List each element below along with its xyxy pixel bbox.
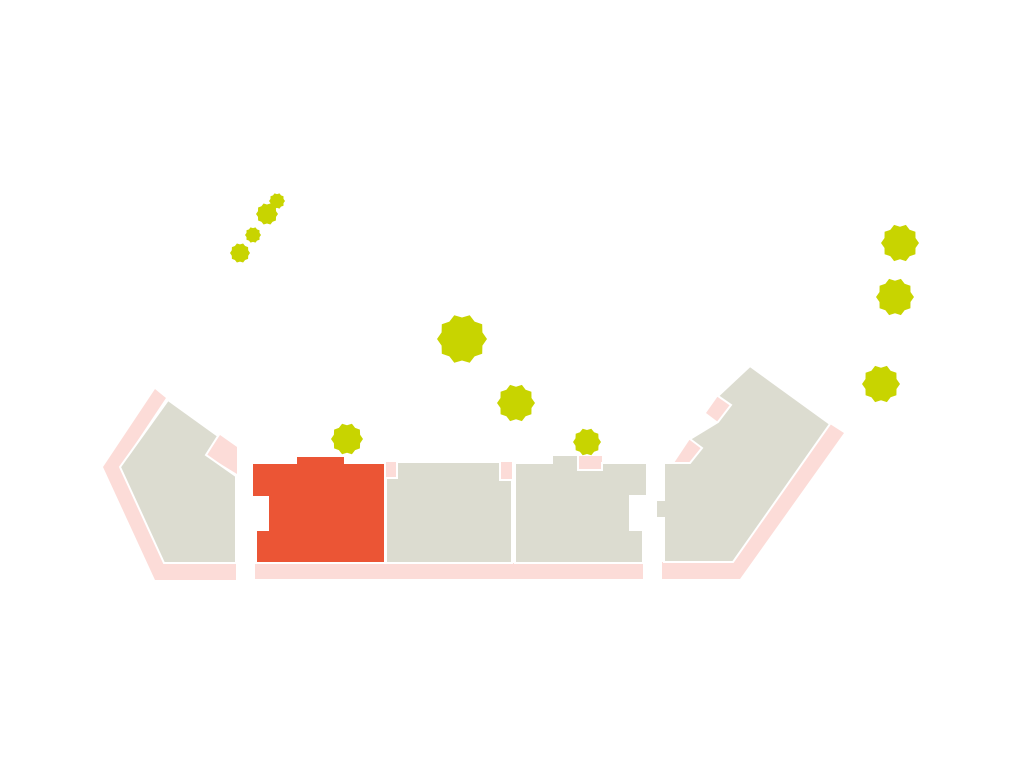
tree-icon xyxy=(437,315,487,363)
units xyxy=(118,364,832,564)
balcony-unit4-north xyxy=(578,456,602,469)
tree-icon xyxy=(573,428,601,456)
balcony-unit3-ne xyxy=(500,462,512,480)
unit-2[interactable] xyxy=(251,455,386,564)
terrace-east xyxy=(662,424,844,579)
unit-3[interactable] xyxy=(385,461,513,564)
unit-5[interactable] xyxy=(655,364,832,563)
terrace-west xyxy=(103,389,236,580)
trees xyxy=(230,193,919,456)
tree-icon xyxy=(256,203,278,225)
balcony-unit3-nw xyxy=(386,462,397,478)
tree-icon xyxy=(862,365,900,403)
terrace-south-center xyxy=(255,563,643,579)
balcony-west xyxy=(206,435,237,474)
balcony-east-low xyxy=(674,439,702,463)
tree-icon xyxy=(230,243,250,263)
unit-4[interactable] xyxy=(514,454,648,564)
tree-icon xyxy=(269,193,285,209)
tree-icon xyxy=(245,227,261,243)
tree-icon xyxy=(876,278,914,316)
balcony-east-high xyxy=(706,396,731,422)
tree-icon xyxy=(331,423,363,455)
tree-icon xyxy=(881,224,919,262)
tree-icon xyxy=(497,384,535,422)
unit-1[interactable] xyxy=(118,398,237,564)
